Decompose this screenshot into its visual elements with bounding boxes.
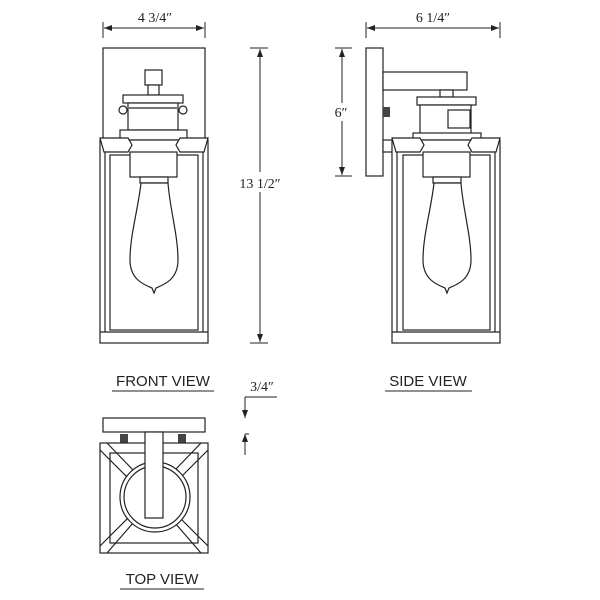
side-backplate <box>365 47 384 177</box>
side-view: 6 1/4″ 6″ SIDE VIEW <box>330 11 501 392</box>
socket <box>129 151 178 178</box>
top-view-label: TOP VIEW <box>126 571 200 588</box>
front-view-label: FRONT VIEW <box>116 373 211 390</box>
side-view-label: SIDE VIEW <box>389 373 467 390</box>
front-width-dimension: 4 3/4″ <box>138 11 172 26</box>
top-view: 3/4″ TOP VIEW <box>99 380 277 590</box>
fitter-body <box>127 102 179 131</box>
top-cap <box>144 69 163 86</box>
height-dimension: 13 1/2″ <box>239 177 280 192</box>
thickness-dimension: 3/4″ <box>250 380 274 395</box>
front-view: 4 3/4″ 13 1/2″ FRONT VIEW <box>99 11 292 392</box>
bulb <box>129 182 179 295</box>
backplate-height-dimension: 6″ <box>335 106 348 121</box>
side-depth-dimension: 6 1/4″ <box>416 11 450 26</box>
arm <box>382 71 468 91</box>
